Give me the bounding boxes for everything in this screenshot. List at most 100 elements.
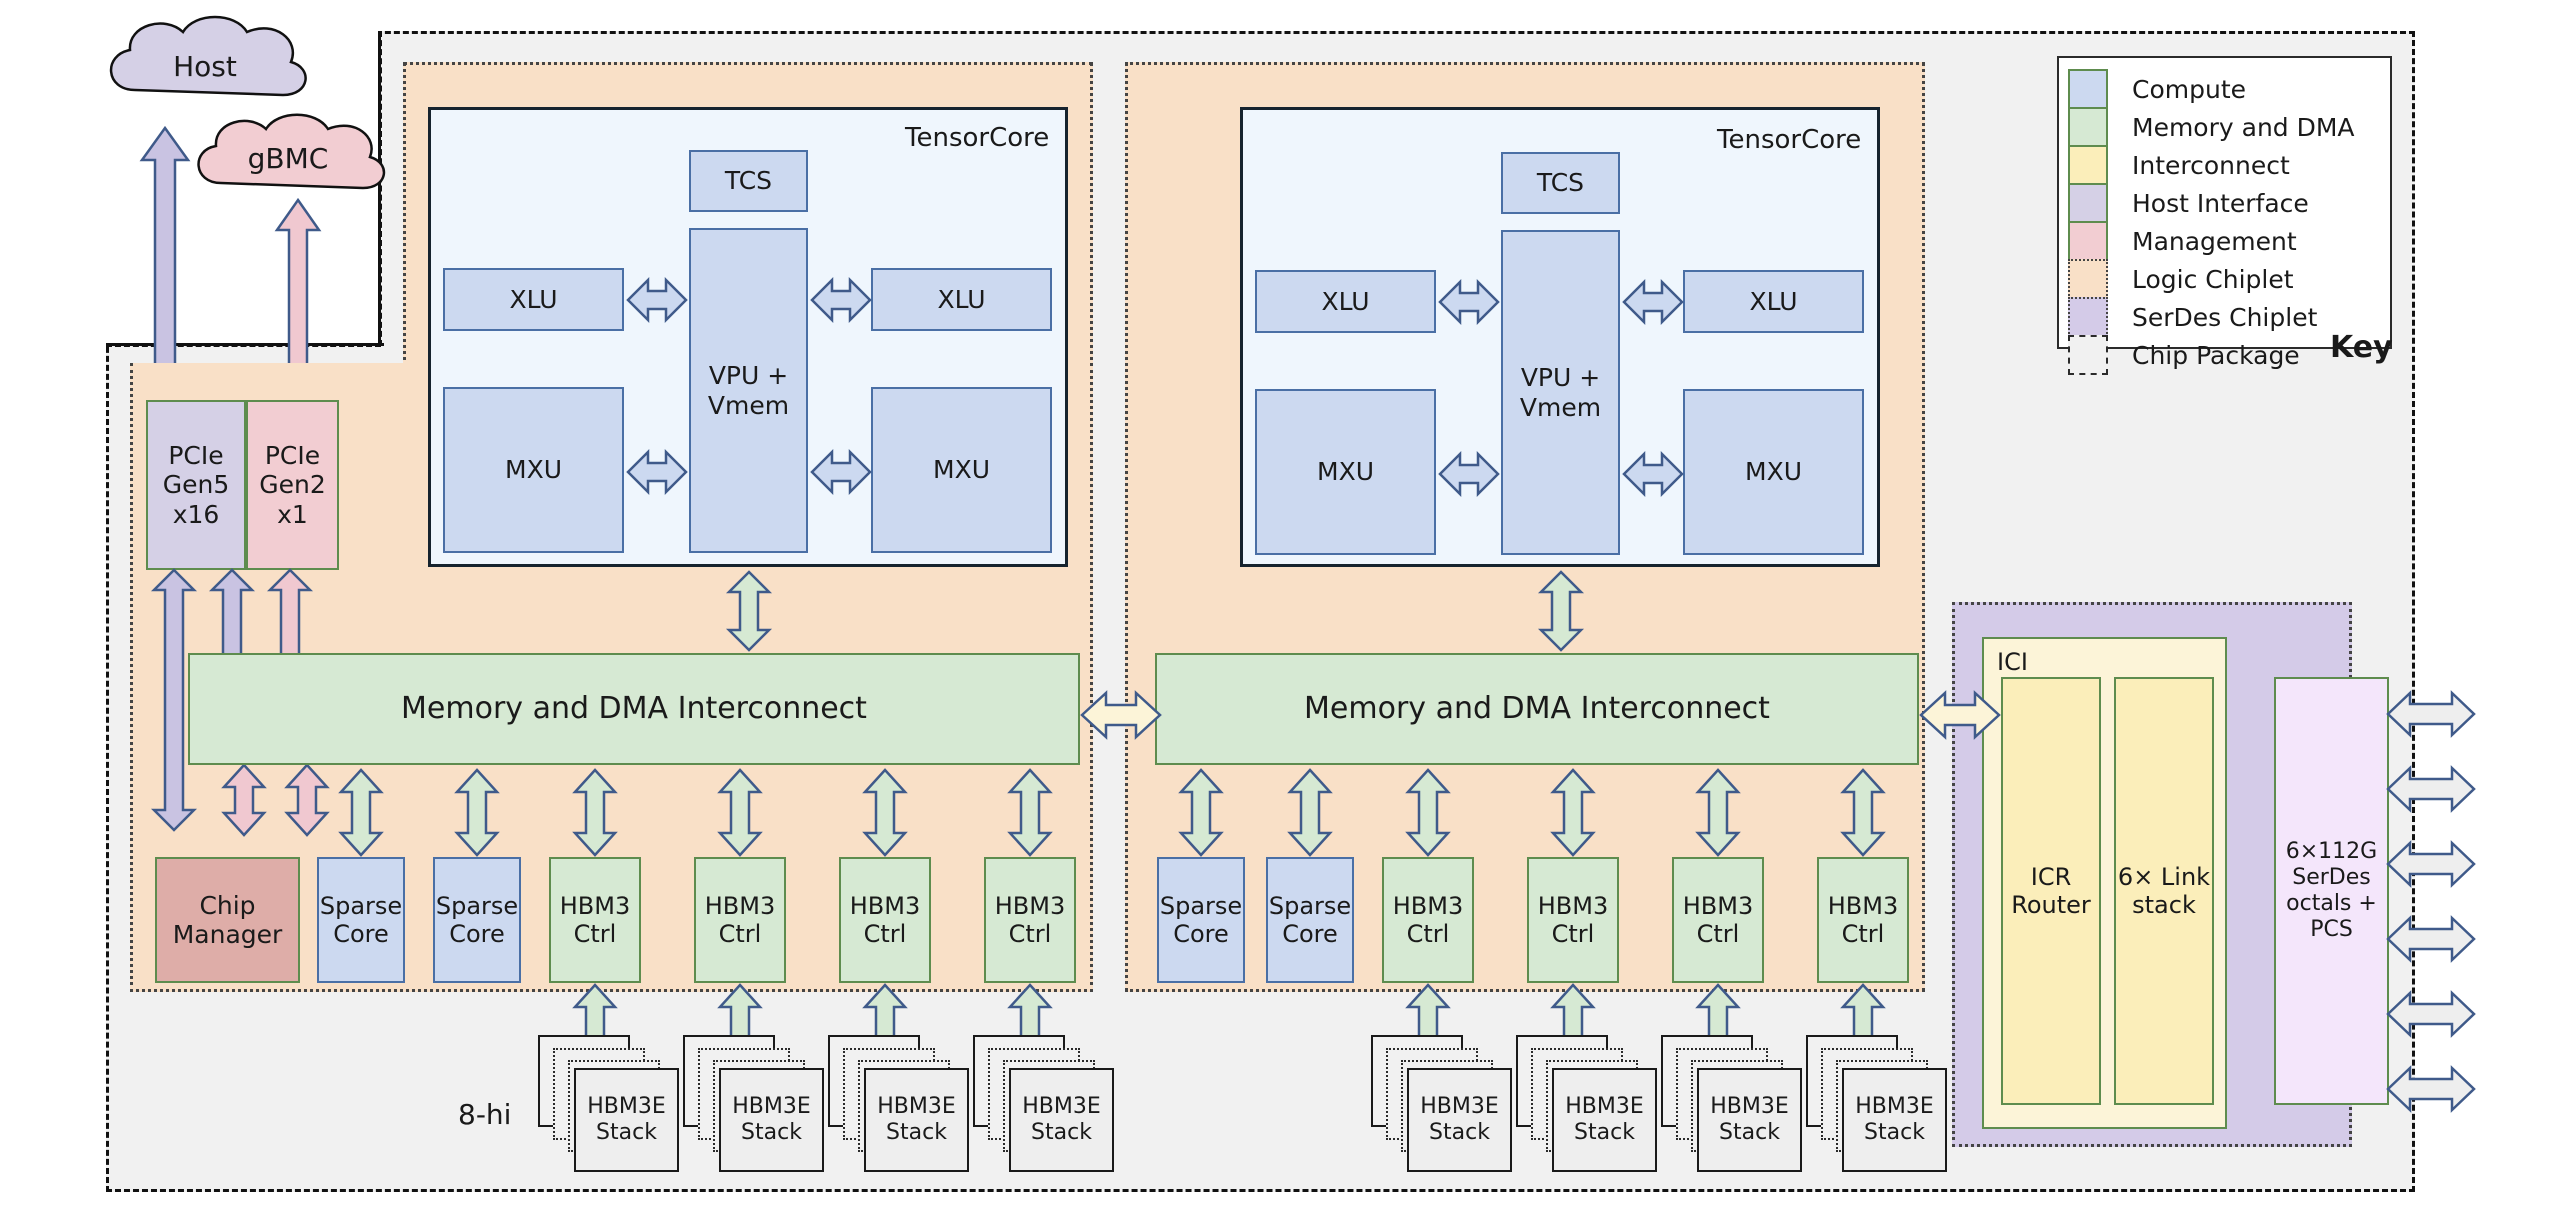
serdes-link-arrow-4 bbox=[2386, 915, 2476, 963]
tensorcore-right-title: TensorCore bbox=[1717, 125, 1862, 155]
sparse1-interconnect-arrow bbox=[338, 768, 384, 857]
hbm3e-stack-2[interactable]: HBM3E Stack bbox=[719, 1068, 824, 1172]
mxu-left-block-right[interactable]: MXU bbox=[1255, 389, 1436, 555]
interchiplet-arrow bbox=[1080, 690, 1162, 740]
sparse-core-block-1[interactable]: Sparse Core bbox=[317, 857, 405, 983]
key-row-memory: Memory and DMA bbox=[2068, 107, 2355, 147]
mxu-vpu-arrow-left-2 bbox=[810, 448, 872, 496]
vpu-block-left[interactable]: VPU + Vmem bbox=[689, 228, 808, 553]
key-swatch-memory bbox=[2068, 107, 2108, 147]
memory-dma-interconnect-right[interactable]: Memory and DMA Interconnect bbox=[1155, 653, 1919, 765]
mxu-right-block-left[interactable]: MXU bbox=[871, 387, 1052, 553]
key-label-interconnect: Interconnect bbox=[2132, 150, 2290, 180]
gbmc-cloud bbox=[197, 113, 386, 190]
memory-dma-interconnect-left[interactable]: Memory and DMA Interconnect bbox=[188, 653, 1080, 765]
chip-package-notch-dash-left bbox=[106, 344, 381, 347]
serdes-link-arrow-1 bbox=[2386, 690, 2476, 738]
sparse2-interconnect-arrow bbox=[454, 768, 500, 857]
mxu-right-block-right[interactable]: MXU bbox=[1683, 389, 1864, 555]
mxu-vpu-arrow-right-2 bbox=[1622, 450, 1684, 498]
vpu-block-right[interactable]: VPU + Vmem bbox=[1501, 230, 1620, 555]
chip-manager-block[interactable]: Chip Manager bbox=[155, 857, 300, 983]
xlu-left-block-right[interactable]: XLU bbox=[1255, 270, 1436, 333]
hbm6-interconnect-arrow bbox=[1550, 768, 1596, 857]
hbm7-interconnect-arrow bbox=[1695, 768, 1741, 857]
xlu-right-block-right[interactable]: XLU bbox=[1683, 270, 1864, 333]
key-row-host-interface: Host Interface bbox=[2068, 183, 2309, 223]
pcie-gen5-block[interactable]: PCIe Gen5 x16 bbox=[146, 400, 246, 570]
serdes-octals-block[interactable]: 6×112G SerDes octals + PCS bbox=[2274, 677, 2389, 1105]
hbm3e-stack-5[interactable]: HBM3E Stack bbox=[1407, 1068, 1512, 1172]
host-to-pcie-arrow bbox=[139, 125, 191, 406]
hbm3-ctrl-block-1[interactable]: HBM3 Ctrl bbox=[549, 857, 641, 983]
key-label-management: Management bbox=[2132, 226, 2297, 256]
hbm3-ctrl-block-6[interactable]: HBM3 Ctrl bbox=[1527, 857, 1619, 983]
key-swatch-chip-package bbox=[2068, 335, 2108, 375]
key-swatch-interconnect bbox=[2068, 145, 2108, 185]
sparse3-interconnect-arrow bbox=[1178, 768, 1224, 857]
key-row-serdes-chiplet: SerDes Chiplet bbox=[2068, 297, 2317, 337]
hbm5-interconnect-arrow bbox=[1405, 768, 1451, 857]
serdes-link-arrow-2 bbox=[2386, 765, 2476, 813]
xlu-vpu-arrow-left-1 bbox=[626, 276, 688, 324]
key-row-compute: Compute bbox=[2068, 69, 2246, 109]
key-panel bbox=[2057, 56, 2392, 349]
key-row-management: Management bbox=[2068, 221, 2297, 261]
serdes-link-arrow-6 bbox=[2386, 1065, 2476, 1113]
hbm3e-stack-8[interactable]: HBM3E Stack bbox=[1842, 1068, 1947, 1172]
key-label-memory: Memory and DMA bbox=[2132, 112, 2355, 142]
sparse-core-block-4[interactable]: Sparse Core bbox=[1266, 857, 1354, 983]
pcie2-down-arrow-2 bbox=[284, 763, 330, 837]
icr-router-block[interactable]: ICR Router bbox=[2001, 677, 2101, 1105]
xlu-vpu-arrow-right-2 bbox=[1622, 278, 1684, 326]
host-cloud-label: Host bbox=[173, 50, 237, 83]
key-label-chip-package: Chip Package bbox=[2132, 340, 2300, 370]
hbm3-ctrl-block-3[interactable]: HBM3 Ctrl bbox=[839, 857, 931, 983]
pcie5-down-arrow-1 bbox=[150, 568, 198, 832]
hbm2-interconnect-arrow bbox=[717, 768, 763, 857]
key-swatch-host-interface bbox=[2068, 183, 2108, 223]
sparse-core-block-2[interactable]: Sparse Core bbox=[433, 857, 521, 983]
tcs-block-left[interactable]: TCS bbox=[689, 150, 808, 212]
hbm3-ctrl-block-2[interactable]: HBM3 Ctrl bbox=[694, 857, 786, 983]
xlu-vpu-arrow-left-2 bbox=[810, 276, 872, 324]
gbmc-cloud-label: gBMC bbox=[247, 142, 329, 175]
hbm3e-stack-4[interactable]: HBM3E Stack bbox=[1009, 1068, 1114, 1172]
tcs-block-right[interactable]: TCS bbox=[1501, 152, 1620, 214]
serdes-link-arrow-3 bbox=[2386, 840, 2476, 888]
interconnect-ici-arrow bbox=[1919, 690, 2001, 740]
key-label-logic-chiplet: Logic Chiplet bbox=[2132, 264, 2294, 294]
xlu-vpu-arrow-right-1 bbox=[1438, 278, 1500, 326]
key-label-host-interface: Host Interface bbox=[2132, 188, 2309, 218]
ici-label: ICI bbox=[1997, 648, 2028, 676]
hbm1-interconnect-arrow bbox=[572, 768, 618, 857]
hbm3-ctrl-block-7[interactable]: HBM3 Ctrl bbox=[1672, 857, 1764, 983]
pcie-gen2-block[interactable]: PCIe Gen2 x1 bbox=[246, 400, 339, 570]
serdes-link-arrow-5 bbox=[2386, 990, 2476, 1038]
sparse4-interconnect-arrow bbox=[1287, 768, 1333, 857]
link-stack-block[interactable]: 6× Link stack bbox=[2114, 677, 2214, 1105]
chip-package-notch-dash-top bbox=[379, 31, 382, 346]
eight-hi-label: 8-hi bbox=[458, 1098, 512, 1131]
key-label-serdes-chiplet: SerDes Chiplet bbox=[2132, 302, 2318, 332]
key-swatch-management bbox=[2068, 221, 2108, 261]
hbm3e-stack-6[interactable]: HBM3E Stack bbox=[1552, 1068, 1657, 1172]
xlu-right-block-left[interactable]: XLU bbox=[871, 268, 1052, 331]
key-swatch-serdes-chiplet bbox=[2068, 297, 2108, 337]
hbm3e-stack-3[interactable]: HBM3E Stack bbox=[864, 1068, 969, 1172]
tensorcore-interconnect-arrow-right bbox=[1537, 570, 1585, 652]
xlu-left-block-left[interactable]: XLU bbox=[443, 268, 624, 331]
host-cloud bbox=[109, 15, 307, 97]
mxu-left-block-left[interactable]: MXU bbox=[443, 387, 624, 553]
hbm3e-stack-1[interactable]: HBM3E Stack bbox=[574, 1068, 679, 1172]
hbm3-ctrl-block-8[interactable]: HBM3 Ctrl bbox=[1817, 857, 1909, 983]
hbm3-ctrl-block-4[interactable]: HBM3 Ctrl bbox=[984, 857, 1076, 983]
sparse-core-block-3[interactable]: Sparse Core bbox=[1157, 857, 1245, 983]
tensorcore-interconnect-arrow-left bbox=[725, 570, 773, 652]
key-row-logic-chiplet: Logic Chiplet bbox=[2068, 259, 2294, 299]
hbm4-interconnect-arrow bbox=[1007, 768, 1053, 857]
hbm3e-stack-7[interactable]: HBM3E Stack bbox=[1697, 1068, 1802, 1172]
hbm3-ctrl-block-5[interactable]: HBM3 Ctrl bbox=[1382, 857, 1474, 983]
hbm8-interconnect-arrow bbox=[1840, 768, 1886, 857]
key-swatch-compute bbox=[2068, 69, 2108, 109]
